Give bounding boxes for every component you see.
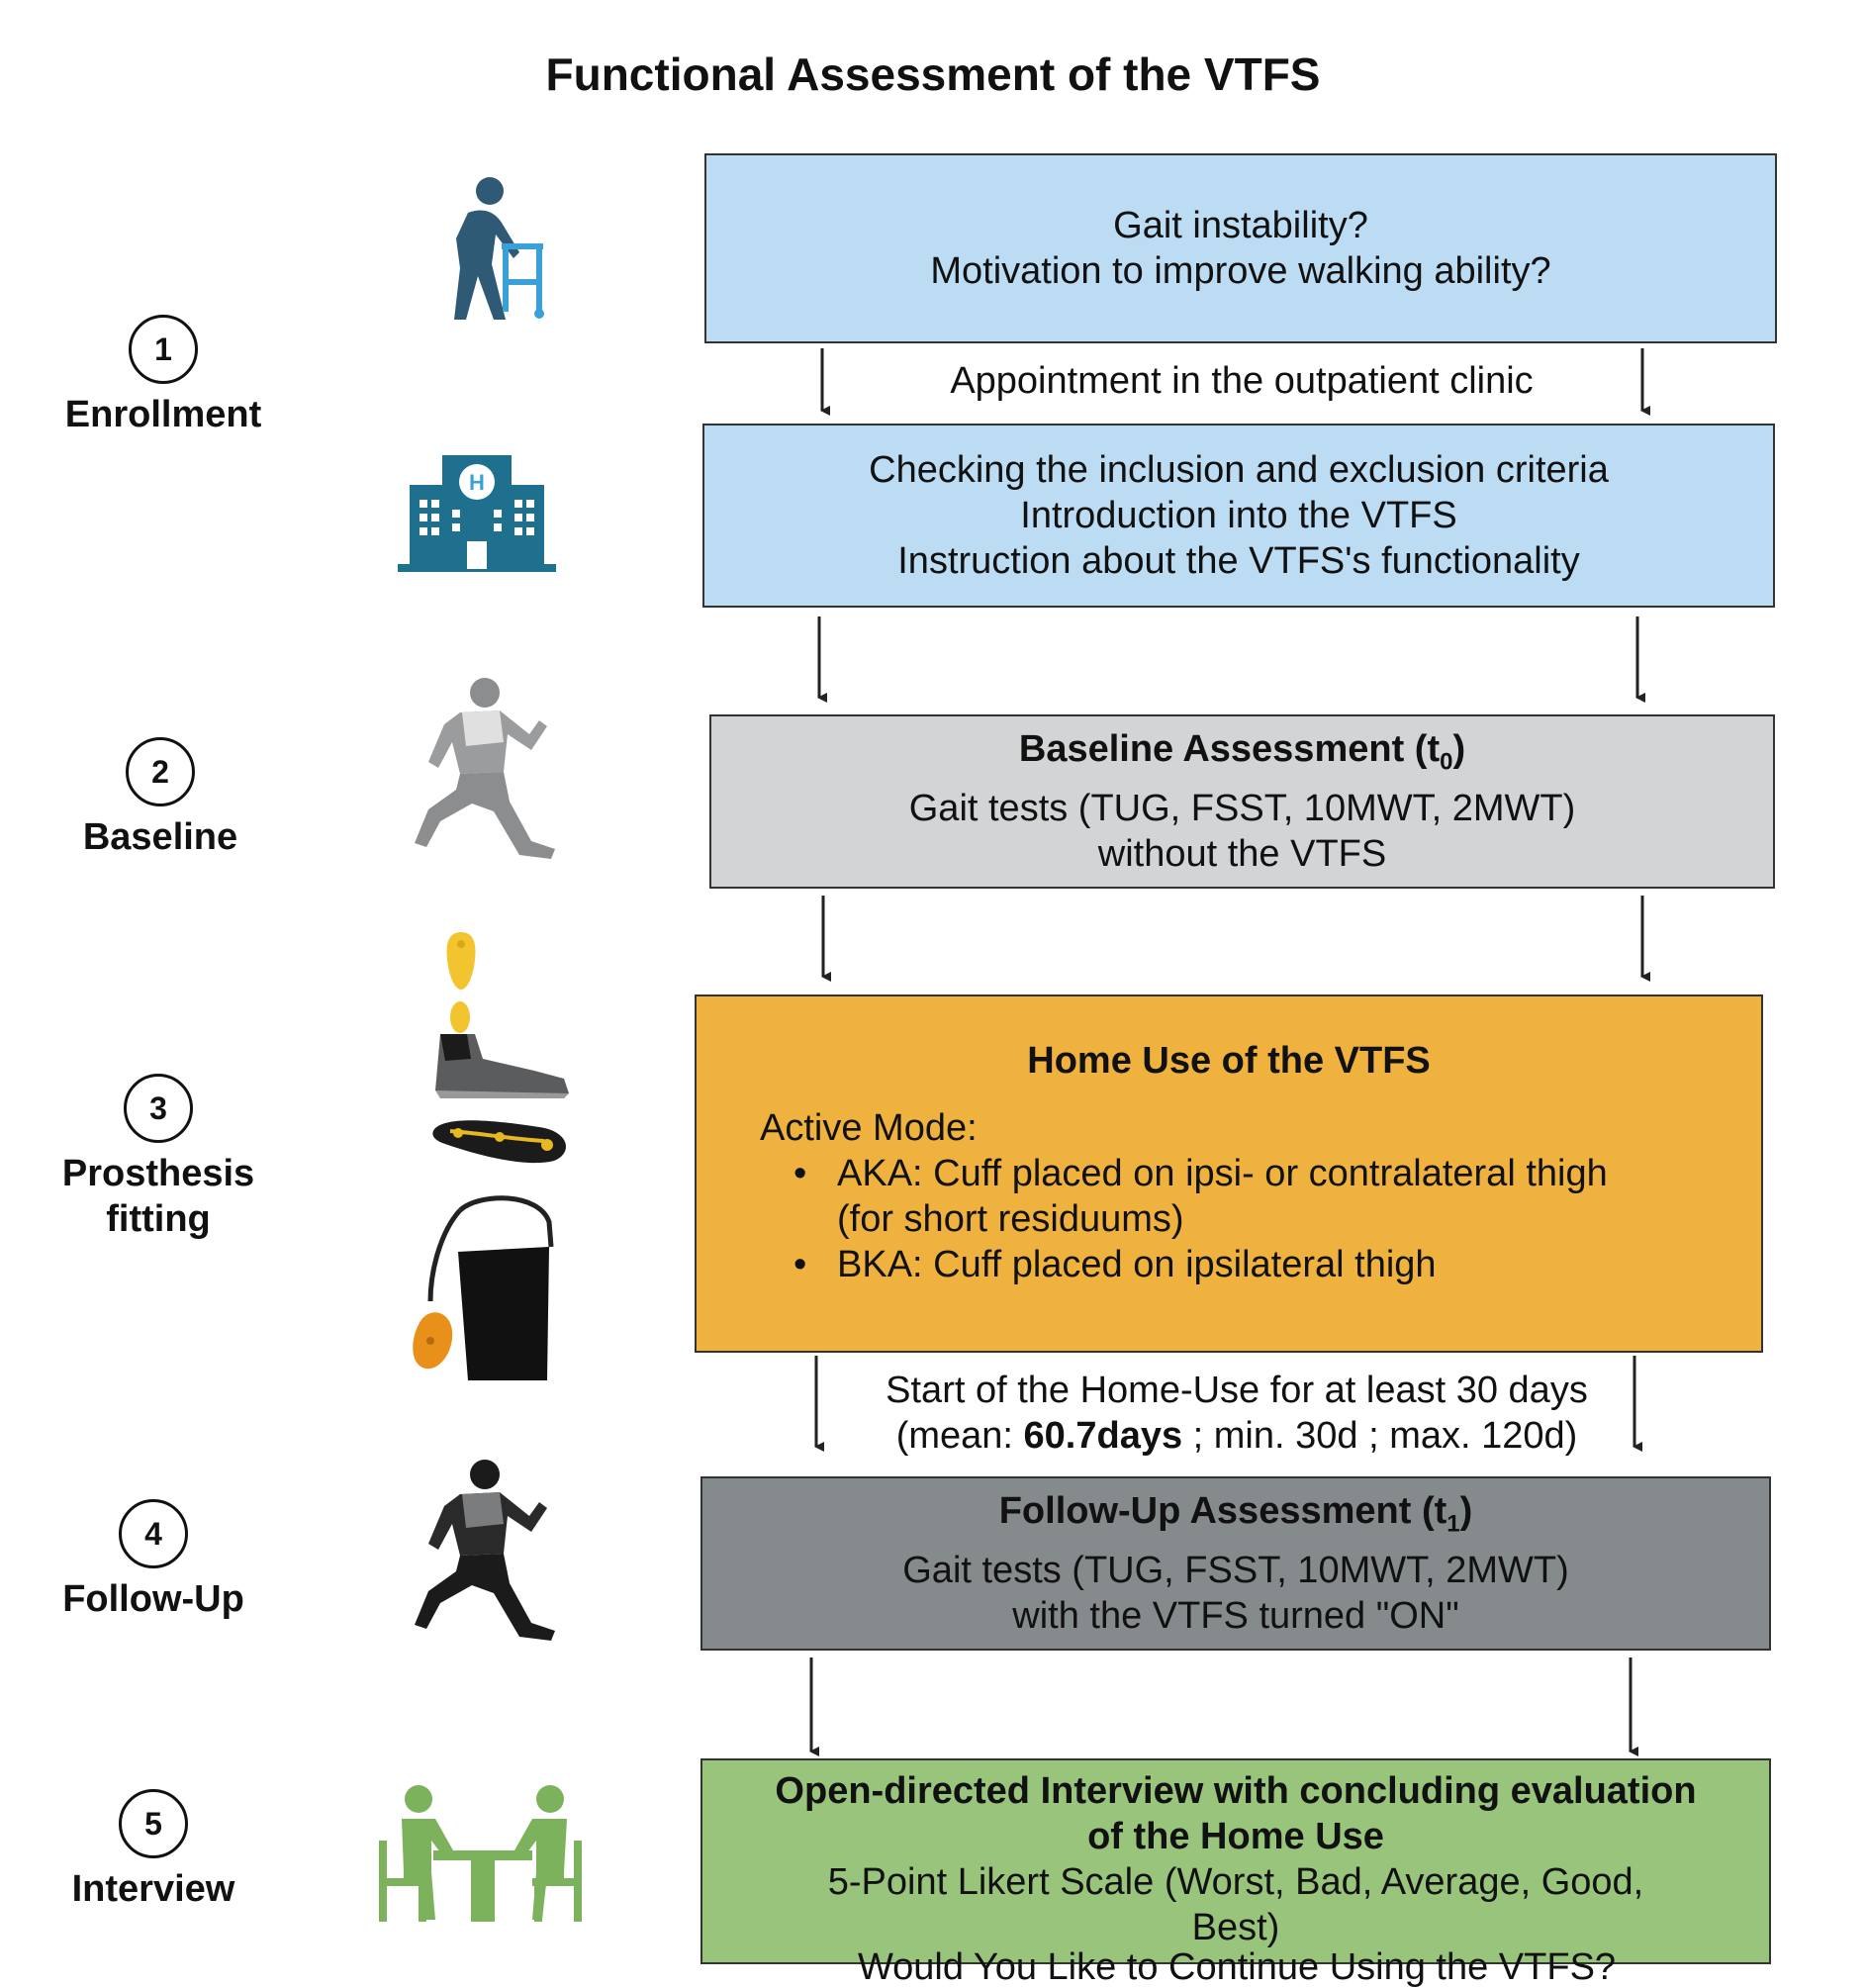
walker-person-icon <box>454 177 544 320</box>
cuff-device-icon <box>413 1195 554 1380</box>
box-title: Home Use of the VTFS <box>1027 1040 1431 1082</box>
box-line: Instruction about the VTFS's functionali… <box>897 540 1580 582</box>
box-line: Gait instability? <box>1113 205 1368 246</box>
duration-pre: (mean: <box>895 1415 1024 1457</box>
box-line: Gait tests (TUG, FSST, 10MWT, 2MWT) <box>908 787 1576 829</box>
mode-line: AKA: Cuff placed on ipsi- or contralater… <box>837 1153 1608 1194</box>
page-title: Functional Assessment of the VTFS <box>545 48 1321 100</box>
follow-up-box: Follow-Up Assessment (t1) Gait tests (TU… <box>700 1476 1771 1651</box>
step-number: 2 <box>126 737 195 806</box>
step-number: 4 <box>119 1499 188 1568</box>
mode-list: AKA: Cuff placed on ipsi- or contralater… <box>760 1151 1761 1287</box>
box-title: of the Home Use <box>1087 1816 1384 1857</box>
interview-box: Open-directed Interview with concluding … <box>700 1758 1771 1964</box>
insole-icon <box>432 1120 566 1164</box>
duration-mean: 60.7days <box>1023 1415 1183 1457</box>
sensor-device-icon <box>446 932 476 990</box>
running-person-icon <box>415 678 555 859</box>
box-title: Open-directed Interview with concluding … <box>775 1770 1697 1812</box>
step-label: Follow-Up <box>62 1578 244 1620</box>
step-number: 1 <box>129 315 198 384</box>
step-interview: 5 Interview <box>25 1789 282 1912</box>
mode-list-item: AKA: Cuff placed on ipsi- or contralater… <box>760 1151 1761 1242</box>
mode-line: (for short residuums) <box>837 1198 1184 1240</box>
step-label: Enrollment <box>64 394 262 435</box>
step-label-line: Prosthesis <box>61 1153 255 1194</box>
box-title-end: ) <box>1459 1490 1473 1533</box>
box-line: Best) <box>1191 1907 1280 1948</box>
step-number: 5 <box>119 1789 188 1858</box>
box-line: Motivation to improve walking ability? <box>930 250 1551 292</box>
screening-box: Gait instability? Motivation to improve … <box>704 153 1777 343</box>
duration-note: Start of the Home-Use for at least 30 da… <box>841 1368 1633 1459</box>
box-title-sub: 0 <box>1440 748 1453 776</box>
step-number: 3 <box>124 1074 193 1143</box>
mode-line: BKA: Cuff placed on ipsilateral thigh <box>837 1244 1437 1285</box>
step-enrollment: 1 Enrollment <box>35 315 292 437</box>
step-label: Interview <box>71 1868 235 1910</box>
step-follow-up: 4 Follow-Up <box>25 1499 282 1622</box>
box-title: Follow-Up Assessment (t1) <box>702 1488 1769 1548</box>
appointment-note: Appointment in the outpatient clinic <box>950 360 1534 402</box>
step-prosthesis-fitting: 3 Prosthesis fitting <box>30 1074 287 1242</box>
home-use-content: Active Mode: AKA: Cuff placed on ipsi- o… <box>697 1105 1761 1287</box>
box-title-sub: 1 <box>1446 1510 1460 1538</box>
box-title: Baseline Assessment (t0) <box>711 726 1773 786</box>
duration-line: (mean: 60.7days ; min. 30d ; max. 120d) <box>841 1413 1633 1459</box>
mode-list-item: BKA: Cuff placed on ipsilateral thigh <box>760 1242 1761 1287</box>
sensor-shoe-icon <box>435 1001 569 1098</box>
box-line: Introduction into the VTFS <box>1020 495 1457 536</box>
hospital-icon: H <box>398 455 556 572</box>
active-mode-label: Active Mode: <box>760 1107 978 1149</box>
box-title-text: Baseline Assessment (t <box>1018 728 1441 771</box>
duration-line: Start of the Home-Use for at least 30 da… <box>886 1370 1588 1411</box>
step-label: Prosthesis fitting <box>30 1151 287 1242</box>
step-label-line: fitting <box>106 1198 211 1240</box>
duration-post: ; min. 30d ; max. 120d) <box>1182 1415 1578 1457</box>
step-label: Baseline <box>82 816 238 858</box>
step-baseline: 2 Baseline <box>32 737 289 860</box>
box-title-end: ) <box>1452 728 1466 771</box>
continue-question: Would You Like to Continue Using the VTF… <box>857 1946 1617 1988</box>
box-line: Gait tests (TUG, FSST, 10MWT, 2MWT) <box>902 1549 1569 1591</box>
svg-text:H: H <box>469 470 485 495</box>
box-line: Checking the inclusion and exclusion cri… <box>869 449 1609 491</box>
box-line: without the VTFS <box>1097 832 1387 875</box>
interview-people-icon <box>379 1785 582 1922</box>
clinic-box: Checking the inclusion and exclusion cri… <box>702 424 1775 608</box>
baseline-box: Baseline Assessment (t0) Gait tests (TUG… <box>709 714 1775 889</box>
running-person-dark-icon <box>415 1460 555 1641</box>
box-line: 5-Point Likert Scale (Worst, Bad, Averag… <box>827 1861 1644 1903</box>
home-use-box: Home Use of the VTFS Active Mode: AKA: C… <box>695 994 1763 1353</box>
box-line: with the VTFS turned "ON" <box>1012 1594 1459 1637</box>
box-title-text: Follow-Up Assessment (t <box>998 1490 1447 1533</box>
